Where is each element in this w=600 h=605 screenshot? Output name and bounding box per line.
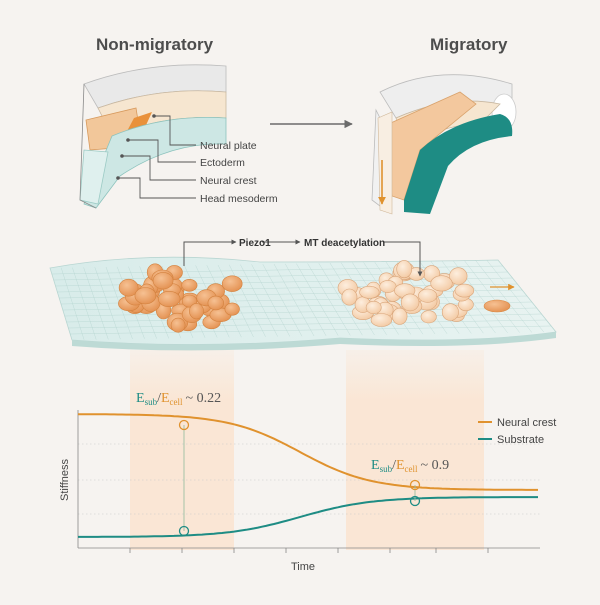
x-ticks (129, 548, 489, 553)
marker-neural-crest-late (409, 479, 421, 491)
cell (152, 272, 174, 290)
ratio-left: Esub/Ecell~ 0.22 (136, 391, 221, 407)
pathway-mt-deacetylation: MT deacetylation (304, 238, 385, 249)
x-axis-label: Time (291, 561, 315, 573)
ratio-right: Esub/Ecell~ 0.9 (371, 458, 449, 474)
marker-neural-crest-early (178, 419, 190, 431)
legend-neural-crest: Neural crest (497, 417, 556, 429)
cell (221, 275, 243, 292)
cell (379, 280, 397, 293)
heading-non-migratory: Non-migratory (96, 35, 214, 54)
heading-migratory: Migratory (430, 35, 508, 54)
cell (224, 302, 240, 316)
non-migratory-cell-cluster (118, 263, 243, 333)
grid-lines (78, 443, 540, 515)
cell (418, 288, 438, 303)
cell (181, 278, 198, 292)
cell (158, 290, 181, 307)
cell (118, 278, 139, 297)
cell (441, 303, 459, 321)
label-ectoderm: Ectoderm (200, 157, 245, 169)
marker-substrate-early (178, 525, 190, 537)
cell (341, 288, 358, 306)
migratory-tissue (371, 74, 517, 215)
pathway-piezo1: Piezo1 (239, 238, 271, 249)
legend-substrate: Substrate (497, 434, 544, 446)
cell (400, 293, 420, 312)
non-migratory-tissue (79, 64, 227, 209)
cell (207, 295, 225, 311)
cell (420, 310, 437, 324)
cell (430, 275, 453, 292)
cell (170, 317, 186, 333)
cell (392, 307, 408, 325)
label-head-mesoderm: Head mesoderm (200, 193, 278, 205)
migratory-cell-cluster (337, 260, 475, 327)
cell (359, 285, 380, 299)
band-migratory (346, 350, 484, 550)
series-line-substrate (78, 496, 538, 538)
cell (365, 300, 382, 315)
cell (370, 313, 393, 327)
cell (134, 287, 157, 305)
label-neural-crest: Neural crest (200, 175, 257, 187)
label-neural-plate: Neural plate (200, 140, 257, 152)
migrating-cell (483, 299, 511, 313)
legend: Neural crest Substrate (478, 417, 556, 446)
y-axis-label: Stiffness (59, 459, 71, 501)
marker-substrate-late (409, 495, 421, 507)
cell (189, 303, 204, 320)
cell (454, 283, 475, 298)
band-non-migratory (130, 350, 234, 550)
stiffness-graph: Esub/Ecell~ 0.22 Esub/Ecell~ 0.9 Time St… (59, 350, 556, 573)
cell (449, 267, 468, 285)
cell (396, 260, 413, 279)
tissue-leader-lines (118, 115, 196, 199)
pathway-arrows (183, 239, 423, 277)
series-line-neural-crest (78, 413, 538, 491)
